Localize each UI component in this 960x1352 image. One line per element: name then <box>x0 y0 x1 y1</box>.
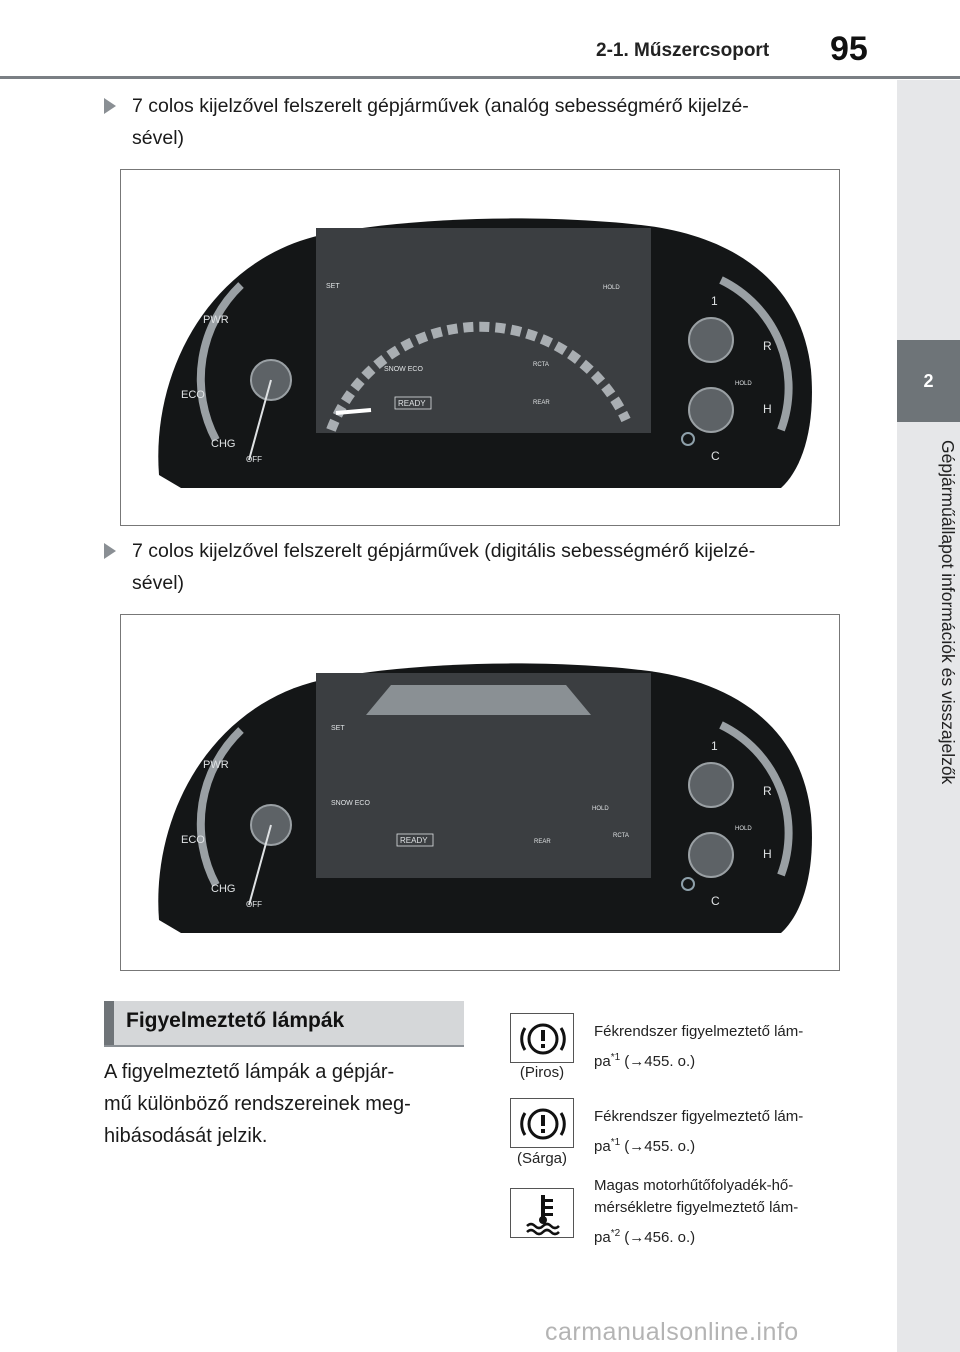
page-reference[interactable]: (→456. o.) <box>620 1229 696 1246</box>
temp-gauge-hub <box>688 832 734 878</box>
lamp-description: Fékrendszer figyelmeztető lám- pa*1 (→45… <box>594 1021 839 1073</box>
bullet-analog: 7 colos kijelzővel felszerelt gépjárműve… <box>104 90 844 154</box>
footnote-marker[interactable]: *1 <box>610 1052 621 1063</box>
site-watermark: carmanualsonline.info <box>545 1318 799 1346</box>
ready-box <box>394 396 432 410</box>
snow-eco-label: SNOW ECO <box>384 366 423 373</box>
chapter-title: Gépjárműállapot információk és visszajel… <box>938 440 958 785</box>
lamp-color-label: (Sárga) <box>516 1150 568 1167</box>
rear-label: REAR <box>534 839 551 845</box>
section-body: A figyelmeztető lámpák a gépjár- mű külö… <box>104 1056 464 1152</box>
power-meter-needle <box>248 824 272 906</box>
bullet-line: 7 colos kijelzővel felszerelt gépjárműve… <box>132 95 749 117</box>
bullet-arrow-icon <box>104 543 116 559</box>
hold-label: HOLD <box>592 806 609 812</box>
lamp-description: Fékrendszer figyelmeztető lám- pa*1 (→45… <box>594 1106 839 1158</box>
coolant-temperature-icon <box>526 1195 560 1236</box>
lamp-desc-line: pa*1 (→455. o.) <box>594 1132 839 1158</box>
body-line: mű különböző rendszereinek meg- <box>104 1093 411 1115</box>
chg-label: CHG <box>211 883 235 895</box>
gauge-c-label: C <box>711 449 720 463</box>
gear-r-label: R <box>763 784 772 798</box>
hold-label: HOLD <box>735 826 752 832</box>
page-number: 95 <box>830 30 868 68</box>
bullet-line: sével) <box>132 572 185 594</box>
lamp-desc-word: pa <box>594 1053 611 1070</box>
hold-label: HOLD <box>735 381 752 387</box>
lamp-desc-word: pa <box>594 1138 611 1155</box>
fuel-gauge-hub <box>688 317 734 363</box>
brake-warning-icon <box>520 1023 566 1055</box>
fuel-gauge-hub <box>688 762 734 808</box>
rcta-label: RCTA <box>533 362 549 368</box>
temp-gauge-hub <box>688 387 734 433</box>
running-header: 2-1. Műszercsoport <box>596 40 770 61</box>
lamp-tile-coolant <box>510 1188 574 1238</box>
power-meter-arc <box>196 727 244 887</box>
lamp-color-label: (Piros) <box>519 1064 565 1081</box>
bullet-line: 7 colos kijelzővel felszerelt gépjárműve… <box>132 540 756 562</box>
page-reference[interactable]: (→455. o.) <box>620 1053 696 1070</box>
gear-1-label: 1 <box>711 294 718 308</box>
footnote-marker[interactable]: *1 <box>610 1137 621 1148</box>
power-meter-needle <box>248 379 272 461</box>
cluster-figure-digital: PWR ECO CHG OFF SET SNOW ECO READY REAR … <box>120 614 840 971</box>
lamp-desc-line: mérsékletre figyelmeztető lám- <box>594 1199 799 1216</box>
ready-label: READY <box>400 836 428 845</box>
lamp-desc-line: pa*1 (→455. o.) <box>594 1047 839 1073</box>
bullet-line: sével) <box>132 127 185 149</box>
speedometer-needle <box>335 408 372 415</box>
section-divider <box>104 1045 464 1047</box>
lamp-description: Magas motorhűtőfolyadék-hő- mérsékletre … <box>594 1175 839 1249</box>
bullet-digital: 7 colos kijelzővel felszerelt gépjárműve… <box>104 535 844 599</box>
hold-label: HOLD <box>603 285 620 291</box>
chg-label: CHG <box>211 438 235 450</box>
rcta-label: RCTA <box>613 833 629 839</box>
lamp-tile-brake-red <box>510 1013 574 1063</box>
fuel-temp-arc <box>719 721 793 877</box>
pwr-label: PWR <box>203 314 229 326</box>
section-heading: Figyelmeztető lámpák <box>104 1001 464 1045</box>
gear-1-label: 1 <box>711 739 718 753</box>
snow-eco-label: SNOW ECO <box>331 800 370 807</box>
gauge-h-label: H <box>763 402 772 416</box>
brake-warning-icon <box>520 1108 566 1140</box>
eco-label: ECO <box>181 834 205 846</box>
gauge-c-label: C <box>711 894 720 908</box>
rear-label: REAR <box>533 400 550 406</box>
lamp-tile-brake-yellow <box>510 1098 574 1148</box>
lamp-desc-line: Fékrendszer figyelmeztető lám- <box>594 1108 804 1125</box>
indicator-lamp-icon <box>681 432 695 446</box>
ready-label: READY <box>398 399 426 408</box>
indicator-lamp-icon <box>681 877 695 891</box>
gear-r-label: R <box>763 339 772 353</box>
lamp-desc-line: Fékrendszer figyelmeztető lám- <box>594 1023 804 1040</box>
fuel-temp-arc <box>719 276 793 432</box>
eco-label: ECO <box>181 389 205 401</box>
body-line: hibásodását jelzik. <box>104 1125 268 1147</box>
set-label: SET <box>331 725 345 732</box>
off-label: OFF <box>246 455 262 464</box>
lamp-desc-line: Magas motorhűtőfolyadék-hő- <box>594 1177 794 1194</box>
set-label: SET <box>326 283 340 290</box>
speedometer-arc <box>326 321 631 432</box>
ready-box <box>396 833 434 847</box>
page-reference[interactable]: (→455. o.) <box>620 1138 696 1155</box>
header-divider <box>0 76 960 79</box>
chapter-tab[interactable]: 2 <box>897 340 960 422</box>
cluster-figure-analog: PWR ECO CHG OFF SET HOLD SNOW ECO READY … <box>120 169 840 526</box>
body-line: A figyelmeztető lámpák a gépjár- <box>104 1061 395 1083</box>
lamp-desc-word: pa <box>594 1229 611 1246</box>
footnote-marker[interactable]: *2 <box>610 1228 621 1239</box>
power-meter-arc <box>196 282 244 442</box>
chapter-sidebar <box>897 80 960 1352</box>
lamp-desc-line: pa*2 (→456. o.) <box>594 1223 839 1249</box>
bullet-arrow-icon <box>104 98 116 114</box>
pwr-label: PWR <box>203 759 229 771</box>
off-label: OFF <box>246 900 262 909</box>
digital-speed-band <box>366 685 591 715</box>
gauge-h-label: H <box>763 847 772 861</box>
